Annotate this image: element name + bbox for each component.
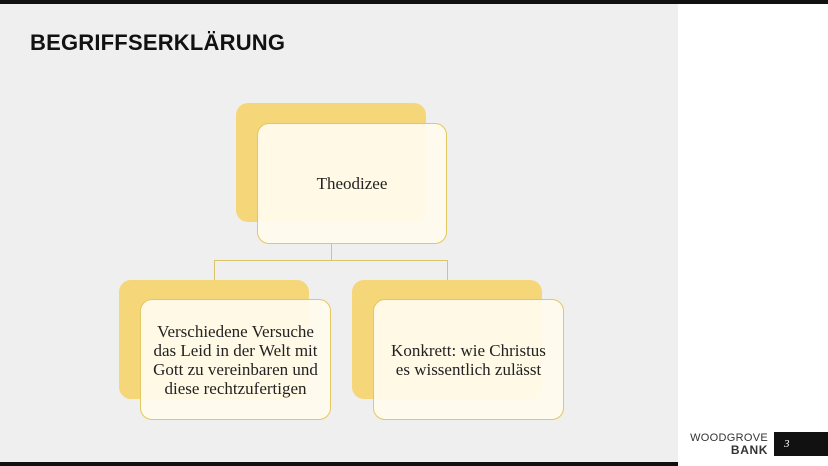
child-node-right: Konkrett: wie Christus es wissentlich zu… — [373, 299, 564, 420]
connector-left-branch — [214, 260, 216, 280]
root-node: Theodizee — [257, 123, 447, 244]
connector-horizontal — [214, 260, 448, 262]
slide-title: BEGRIFFSERKLÄRUNG — [30, 30, 286, 55]
child-node-left: Verschiedene Versuche das Leid in der We… — [140, 299, 331, 420]
brand-logo: WOODGROVE BANK — [684, 432, 768, 456]
bottom-border — [0, 462, 678, 466]
brand-line-1: WOODGROVE — [690, 432, 768, 444]
top-border — [0, 0, 828, 4]
page-number: 3 — [774, 432, 828, 456]
connector-root-stem — [331, 243, 333, 260]
connector-right-branch — [447, 260, 449, 280]
brand-line-2: BANK — [730, 443, 768, 457]
